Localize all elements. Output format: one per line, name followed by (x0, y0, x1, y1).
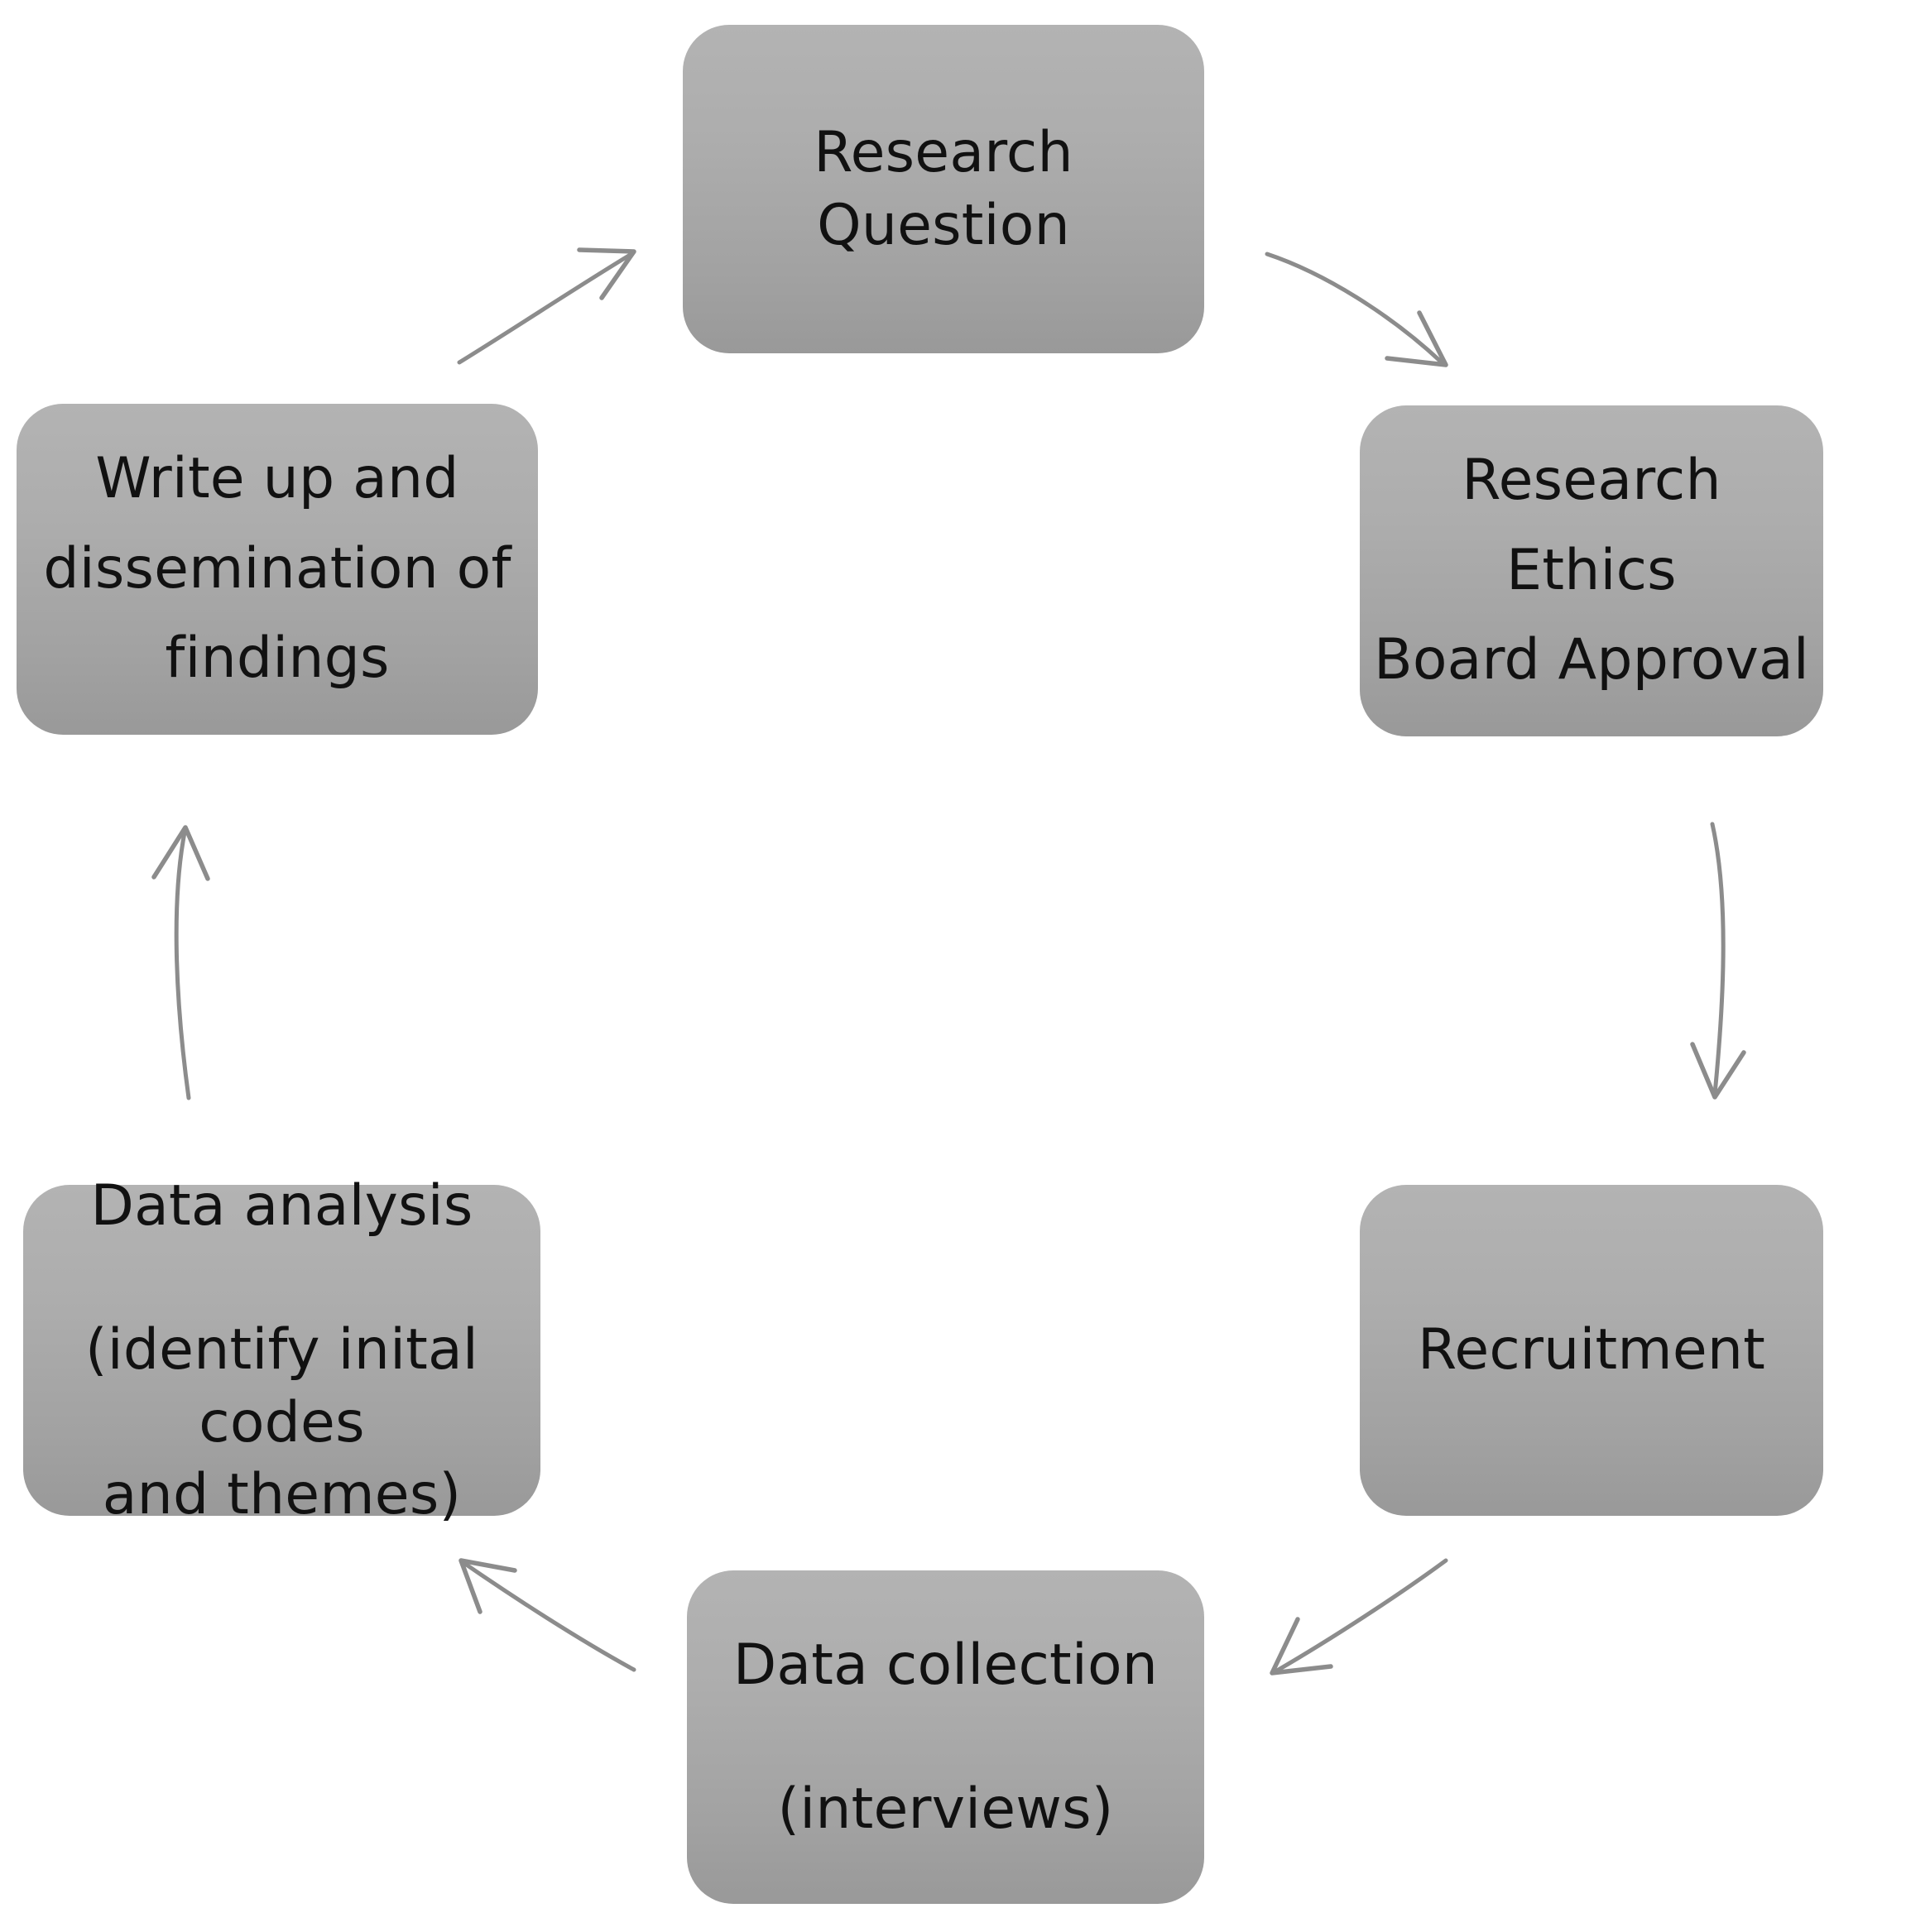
node-ethics-approval[interactable]: Research Ethics Board Approval (1360, 405, 1823, 736)
connector-ethics-to-recruit (1690, 822, 1746, 1100)
node-write-up-label: Write up and dissemination of findings (43, 445, 511, 692)
node-research-question-label: Research Question (814, 120, 1073, 258)
node-data-collection[interactable]: Data collection (interviews) (687, 1570, 1204, 1904)
node-recruitment[interactable]: Recruitment (1360, 1185, 1823, 1516)
node-data-analysis-label: Data analysis (identify inital codes and… (85, 1173, 478, 1527)
node-ethics-approval-label: Research Ethics Board Approval (1374, 447, 1809, 693)
node-recruitment-label: Recruitment (1417, 1317, 1766, 1383)
node-research-question[interactable]: Research Question (683, 25, 1204, 353)
connector-rq-to-ethics (1265, 252, 1448, 367)
node-data-analysis[interactable]: Data analysis (identify inital codes and… (23, 1173, 540, 1527)
node-write-up[interactable]: Write up and dissemination of findings (17, 404, 538, 735)
connector-recruit-to-collect (1270, 1558, 1448, 1676)
connector-analyse-to-write (151, 825, 210, 1100)
connector-write-to-rq (457, 247, 636, 365)
node-data-collection-label: Data collection (interviews) (732, 1632, 1159, 1843)
connector-collect-to-analyse (458, 1558, 636, 1672)
